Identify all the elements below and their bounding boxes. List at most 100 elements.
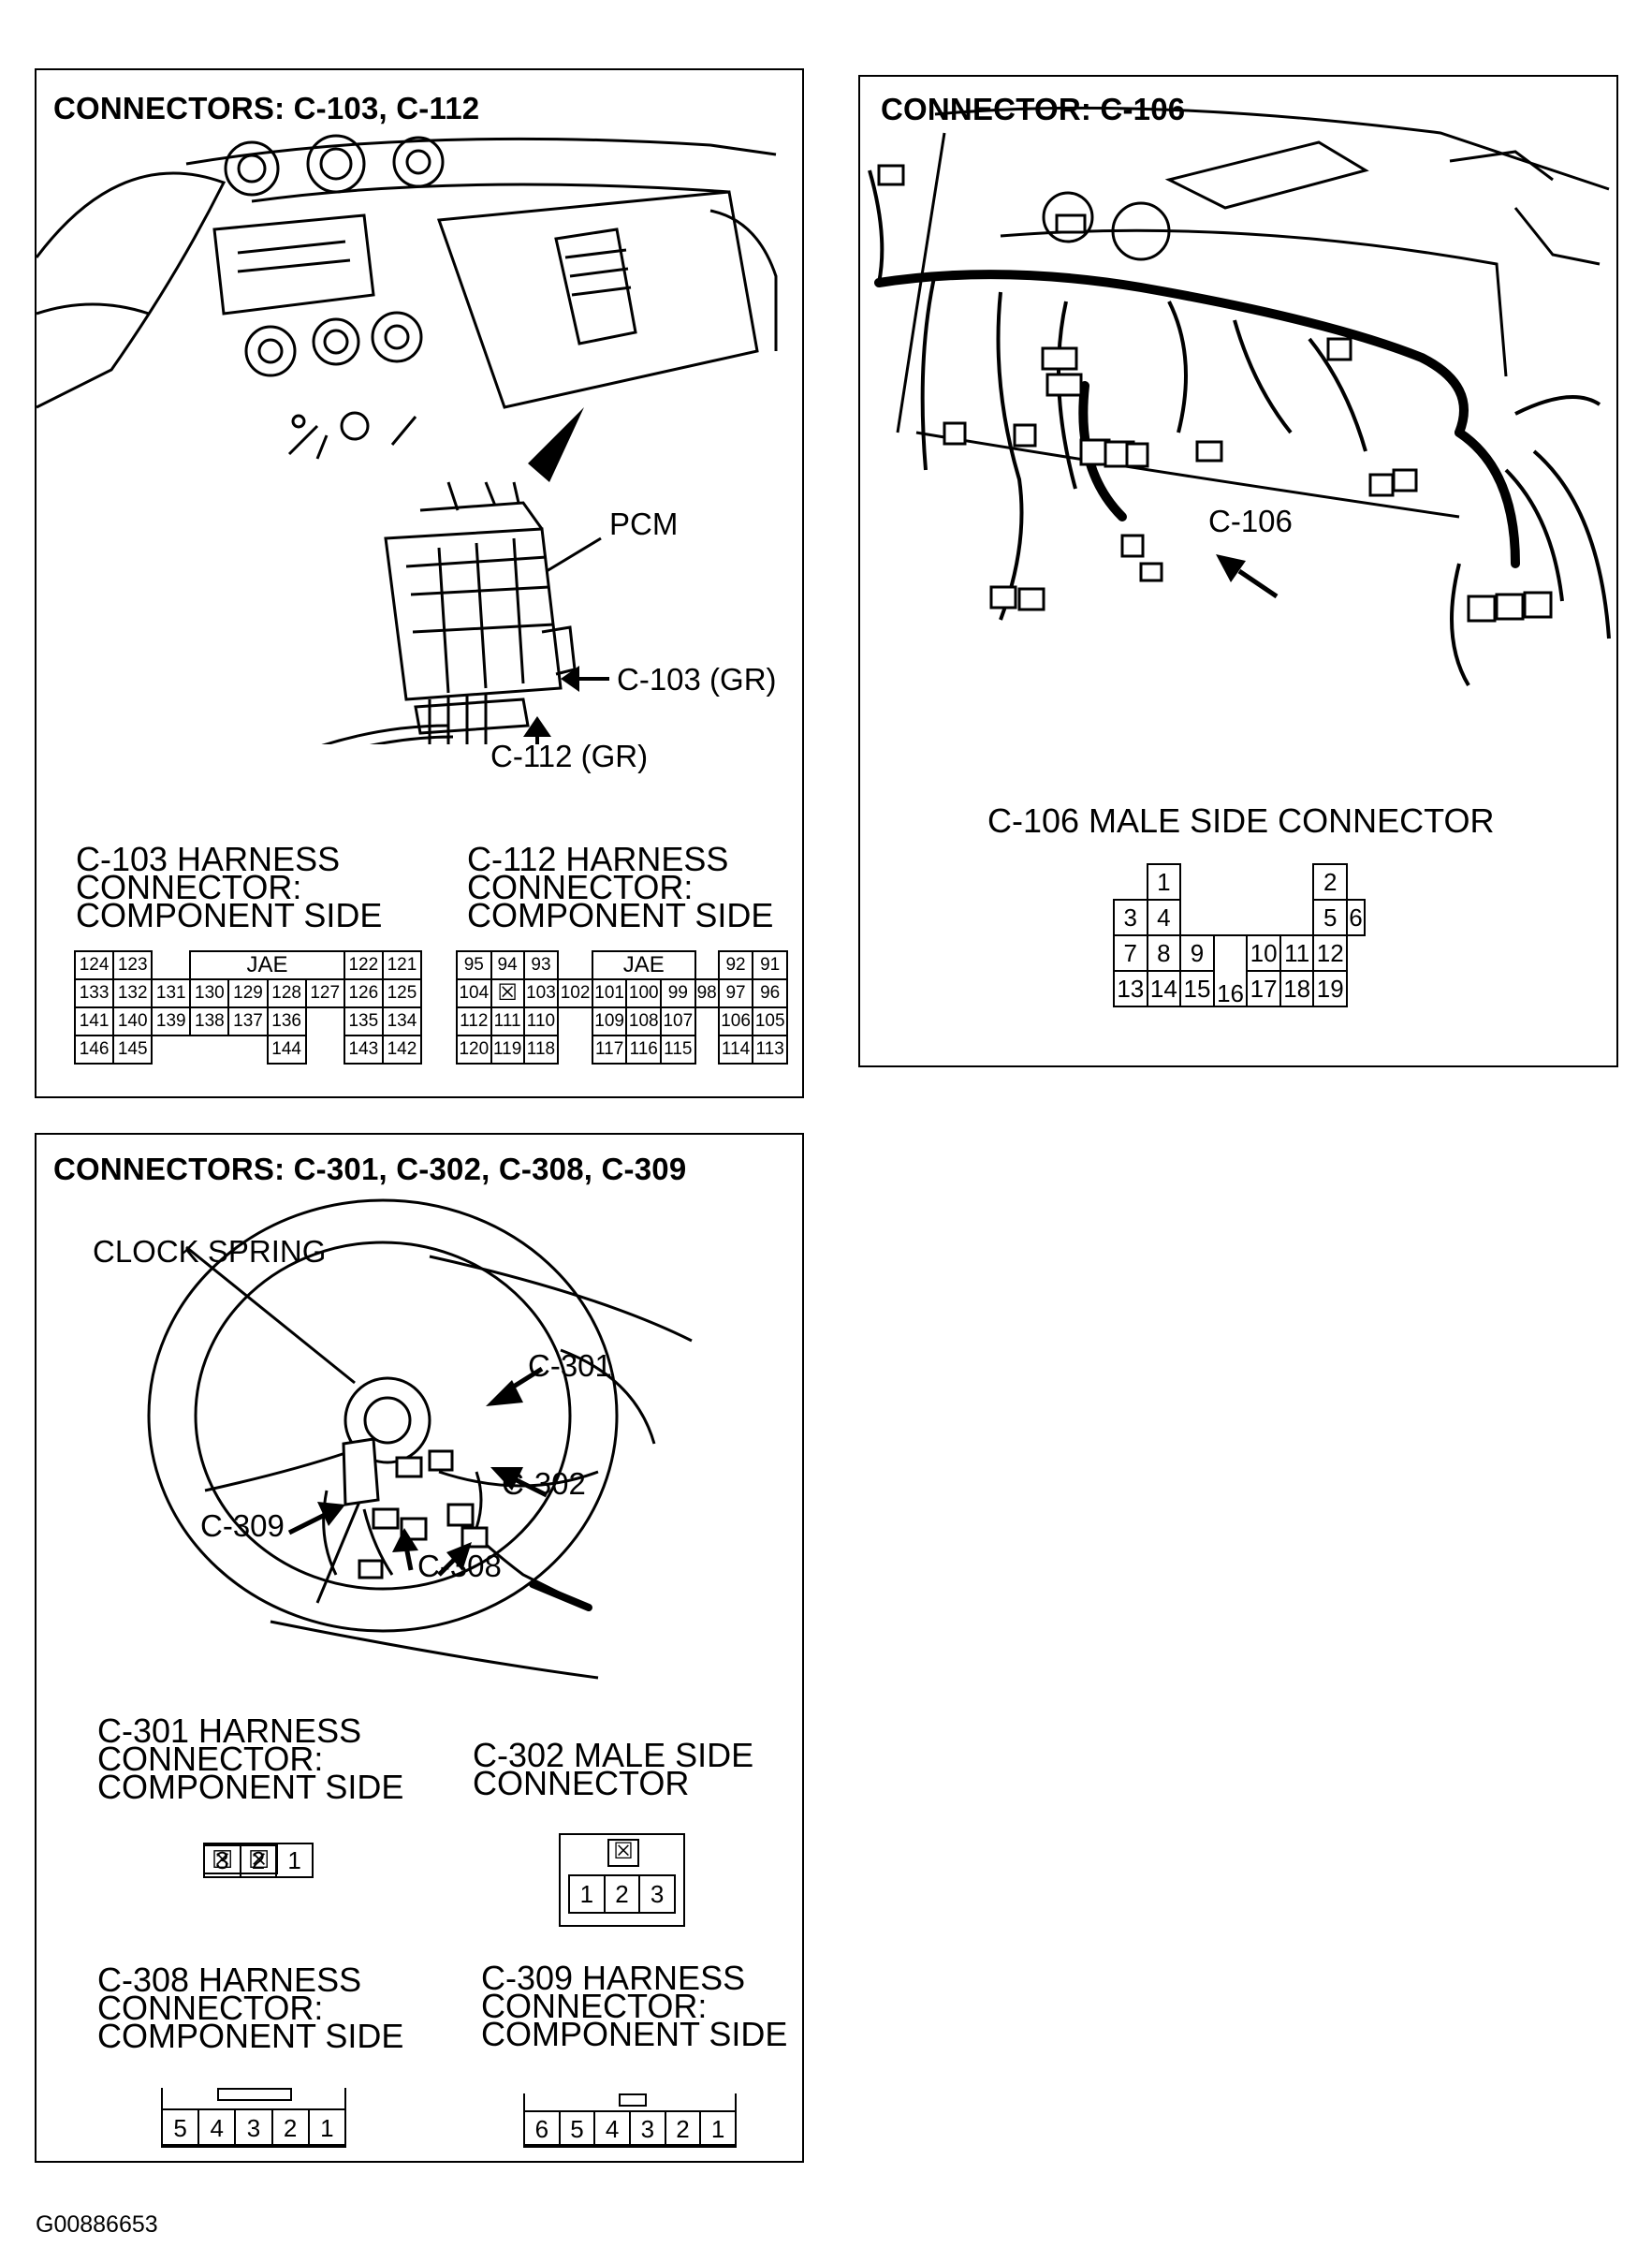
c309-connector: 6 5 4 3 2 1 <box>523 2093 738 2148</box>
dashboard-harness-illustration <box>868 106 1611 687</box>
blocked-cavity: ☒ <box>490 978 525 1008</box>
c103-caption: C-103 HARNESS CONNECTOR: COMPONENT SIDE <box>76 840 383 934</box>
pin: 112 <box>456 1006 492 1036</box>
c106-caption: C-106 MALE SIDE CONNECTOR <box>987 801 1495 840</box>
pin: 18 <box>1279 970 1315 1007</box>
c112-caption: C-112 HARNESS CONNECTOR: COMPONENT SIDE <box>467 840 774 934</box>
pin: 108 <box>625 1006 663 1036</box>
steering-column-illustration <box>147 1198 693 1680</box>
pin: 140 <box>112 1006 154 1036</box>
pin: 135 <box>343 1006 384 1036</box>
pin: 91 <box>752 950 788 980</box>
pin: 12 <box>1312 934 1349 972</box>
pin: 120 <box>456 1035 492 1065</box>
pin: 3 <box>628 2110 666 2148</box>
pin: 6 <box>1346 899 1366 936</box>
panel-steering-connectors: CONNECTORS: C-301, C-302, C-308, C-309 <box>35 1133 804 2163</box>
pin: 141 <box>73 1006 115 1036</box>
pin: 9 <box>1179 934 1215 972</box>
pin: 1 <box>307 2108 347 2148</box>
pin: 95 <box>456 950 492 980</box>
pin: 105 <box>752 1006 788 1036</box>
pin: 107 <box>660 1006 696 1036</box>
pin: 116 <box>625 1035 663 1065</box>
pin: 2 <box>1312 863 1349 901</box>
pin: 92 <box>717 950 754 980</box>
c103-label: C-103 (GR) <box>617 662 777 697</box>
pin: 96 <box>752 978 788 1008</box>
pin: 132 <box>112 978 154 1008</box>
pin: 126 <box>343 978 384 1008</box>
pin: 93 <box>522 950 560 980</box>
c309-caption: C-309 HARNESS CONNECTOR: COMPONENT SIDE <box>481 1959 788 2053</box>
pin: 94 <box>490 950 525 980</box>
pin: 1 <box>699 2110 737 2148</box>
pin: 118 <box>522 1035 560 1065</box>
pin: 103 <box>522 978 560 1008</box>
pin: 4 <box>593 2110 631 2148</box>
pin: 114 <box>717 1035 754 1065</box>
clock-spring-label: CLOCK SPRING <box>93 1234 327 1269</box>
pin: 124 <box>73 950 115 980</box>
pin: 113 <box>752 1035 788 1065</box>
pin: 97 <box>717 978 754 1008</box>
pin: 5 <box>160 2108 200 2148</box>
panel-title: CONNECTORS: C-301, C-302, C-308, C-309 <box>53 1152 687 1186</box>
pin: 136 <box>266 1006 307 1036</box>
pin: 2 <box>603 1874 641 1914</box>
pin: 130 <box>189 978 230 1008</box>
pin: 144 <box>266 1035 307 1065</box>
pin: 1 <box>1146 863 1182 901</box>
pin: 2 <box>239 1843 278 1878</box>
pin: 122 <box>343 950 384 980</box>
pin: 14 <box>1146 970 1182 1007</box>
pin: 98 <box>694 978 720 1008</box>
pin: 1 <box>568 1874 606 1914</box>
c308-caption: C-308 HARNESS CONNECTOR: COMPONENT SIDE <box>97 1961 404 2055</box>
c112-label: C-112 (GR) <box>490 739 649 773</box>
pin: 123 <box>112 950 154 980</box>
pin: 11 <box>1279 934 1315 972</box>
pin: 110 <box>522 1006 560 1036</box>
c302-caption: C-302 MALE SIDE CONNECTOR <box>473 1736 754 1802</box>
pin: 100 <box>625 978 663 1008</box>
pin: 6 <box>523 2110 561 2148</box>
pin: 101 <box>591 978 628 1008</box>
pin: 16 <box>1212 934 1249 1007</box>
pin: 119 <box>490 1035 525 1065</box>
pin: 134 <box>381 1006 423 1036</box>
pin: 129 <box>227 978 269 1008</box>
pin: 13 <box>1113 970 1148 1007</box>
c106-pin-table: 1 2 3 4 5 6 7 8 9 16 10 11 12 <box>1113 863 1366 1007</box>
pin: 125 <box>381 978 423 1008</box>
pin: 109 <box>591 1006 628 1036</box>
pin: 8 <box>1146 934 1182 972</box>
pcm-label: PCM <box>609 507 679 541</box>
pin: 133 <box>73 978 115 1008</box>
pin: 111 <box>490 1006 525 1036</box>
panel-pcm-connectors: CONNECTORS: C-103, C-112 <box>35 68 804 1098</box>
pin: 106 <box>717 1006 754 1036</box>
pin: 146 <box>73 1035 115 1065</box>
pin: 17 <box>1246 970 1281 1007</box>
c301-connector: ☒ ☒ 3 2 1 <box>203 1843 315 1878</box>
pin: 15 <box>1179 970 1215 1007</box>
c309-label: C-309 <box>200 1508 285 1543</box>
pin: 139 <box>151 1006 192 1036</box>
c301-label: C-301 <box>528 1348 612 1383</box>
c106-label: C-106 <box>1208 504 1293 538</box>
pin: 137 <box>227 1006 269 1036</box>
pin: 3 <box>638 1874 676 1914</box>
pin: 5 <box>1312 899 1349 936</box>
jae-label: JAE <box>189 950 345 980</box>
pin: 7 <box>1113 934 1148 972</box>
pin: 10 <box>1246 934 1281 972</box>
c302-connector: ☒ 1 2 3 <box>559 1833 685 1927</box>
pin: 2 <box>664 2110 702 2148</box>
pin: 128 <box>266 978 307 1008</box>
c308-connector: 5 4 3 2 1 <box>160 2088 348 2148</box>
pin: 1 <box>275 1843 314 1878</box>
pin: 4 <box>1146 899 1182 936</box>
pin: 2 <box>270 2108 310 2148</box>
c103-pin-table: 124 123 JAE 122 121 133 132 131 130 129 … <box>73 950 423 1065</box>
